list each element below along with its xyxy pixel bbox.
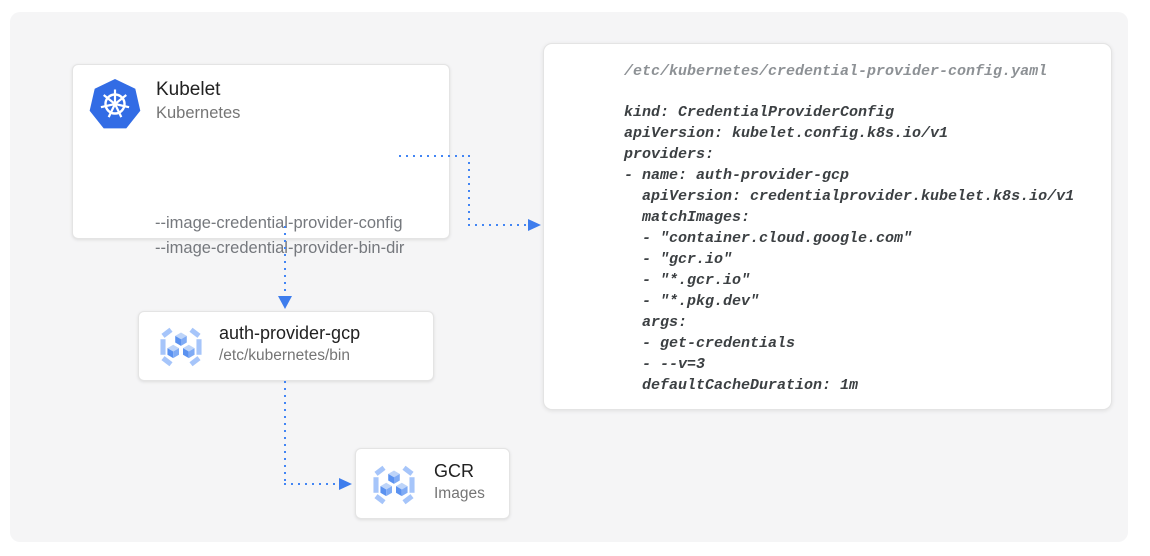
gcr-subtitle: Images — [434, 485, 485, 502]
flag-image-credential-provider-bin-dir: --image-credential-provider-bin-dir — [155, 239, 405, 257]
edge-kubelet-to-authprovider-segment — [284, 226, 286, 296]
kubelet-subtitle: Kubernetes — [156, 104, 241, 122]
gcr-registry-icon — [373, 465, 415, 505]
flag-image-credential-provider-config: --image-credential-provider-config — [155, 214, 403, 232]
config-file-path: /etc/kubernetes/credential-provider-conf… — [624, 63, 1048, 80]
kubernetes-logo-icon — [89, 79, 141, 129]
edge-authprovider-to-gcr-arrowhead-icon — [339, 478, 352, 490]
auth-provider-gcp-node-card: auth-provider-gcp /etc/kubernetes/bin — [138, 311, 434, 381]
kubelet-flags: --image-credential-provider-config --ima… — [155, 211, 404, 261]
kubelet-node-card: Kubelet Kubernetes --image-credential-pr… — [72, 64, 450, 257]
gcr-title: GCR — [434, 461, 474, 481]
kubelet-title: Kubelet — [156, 79, 221, 100]
edge-kubelet-to-authprovider-arrowhead-icon — [278, 296, 292, 309]
auth-provider-gcp-title: auth-provider-gcp — [219, 323, 361, 343]
edge-config-to-yaml-arrowhead-icon — [528, 219, 541, 231]
edge-authprovider-to-gcr-segment — [284, 381, 286, 484]
edge-config-to-yaml-segment — [399, 155, 469, 157]
edge-config-to-yaml-segment — [468, 224, 529, 226]
config-yaml-code: kind: CredentialProviderConfig apiVersio… — [624, 104, 1075, 394]
edge-config-to-yaml-segment — [468, 155, 470, 226]
gcr-node-card: GCR Images — [355, 448, 510, 519]
credential-provider-config-card: /etc/kubernetes/credential-provider-conf… — [543, 43, 1112, 410]
credential-provider-binary-icon — [160, 327, 202, 367]
auth-provider-gcp-path: /etc/kubernetes/bin — [219, 347, 350, 364]
edge-authprovider-to-gcr-segment — [284, 483, 340, 485]
